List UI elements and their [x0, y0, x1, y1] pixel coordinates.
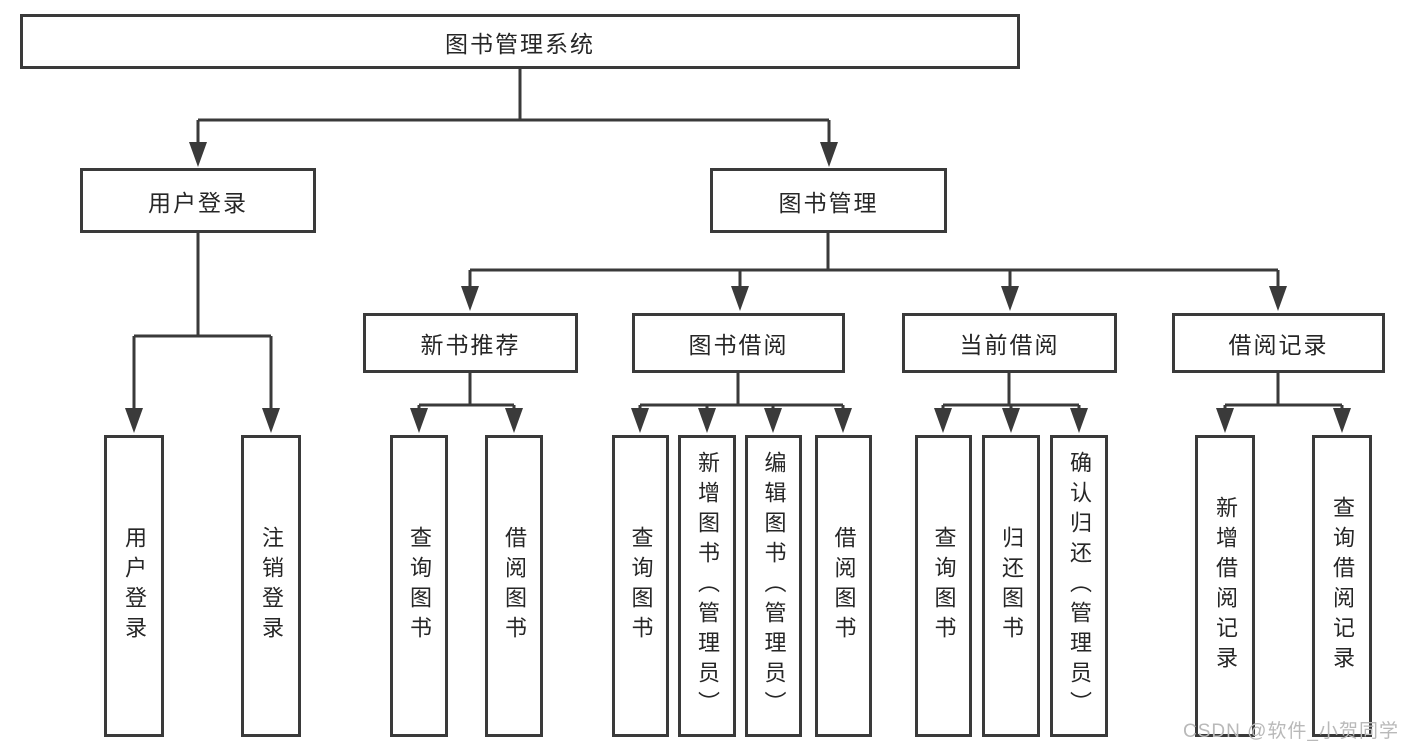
edge-book-borrow-children [631, 373, 852, 433]
leaf-rec-borrow-books: 借阅图书 [485, 435, 543, 737]
node-root: 图书管理系统 [20, 14, 1020, 69]
leaf-borrow-query-books: 查询图书 [612, 435, 669, 737]
leaf-borrow-borrow-books: 借阅图书 [815, 435, 872, 737]
node-new-book-recommendation: 新书推荐 [363, 313, 578, 373]
leaf-current-return-books: 归还图书 [982, 435, 1040, 737]
edge-user-login-children [125, 233, 280, 433]
edge-root-to-level2 [189, 69, 838, 167]
leaf-borrow-add-books-admin: 新增图书（管理员） [678, 435, 736, 737]
node-borrowing-records: 借阅记录 [1172, 313, 1385, 373]
leaf-query-borrow-record: 查询借阅记录 [1312, 435, 1372, 737]
node-current-borrowing: 当前借阅 [902, 313, 1117, 373]
leaf-current-confirm-return-admin: 确认归还（管理员） [1050, 435, 1108, 737]
leaf-current-query-books: 查询图书 [915, 435, 972, 737]
leaf-logout: 注销登录 [241, 435, 301, 737]
edge-new-book-rec-children [410, 373, 523, 433]
node-user-login: 用户登录 [80, 168, 316, 233]
leaf-borrow-edit-books-admin: 编辑图书（管理员） [745, 435, 802, 737]
leaf-rec-query-books: 查询图书 [390, 435, 448, 737]
edge-current-borrow-children [934, 373, 1088, 433]
node-book-borrowing: 图书借阅 [632, 313, 845, 373]
edge-borrow-record-children [1216, 373, 1351, 433]
node-book-management: 图书管理 [710, 168, 947, 233]
leaf-user-login: 用户登录 [104, 435, 164, 737]
csdn-watermark: CSDN @软件_小贺同学 [1183, 721, 1399, 742]
leaf-add-borrow-record: 新增借阅记录 [1195, 435, 1255, 737]
edge-book-mgmt-children [461, 233, 1287, 311]
